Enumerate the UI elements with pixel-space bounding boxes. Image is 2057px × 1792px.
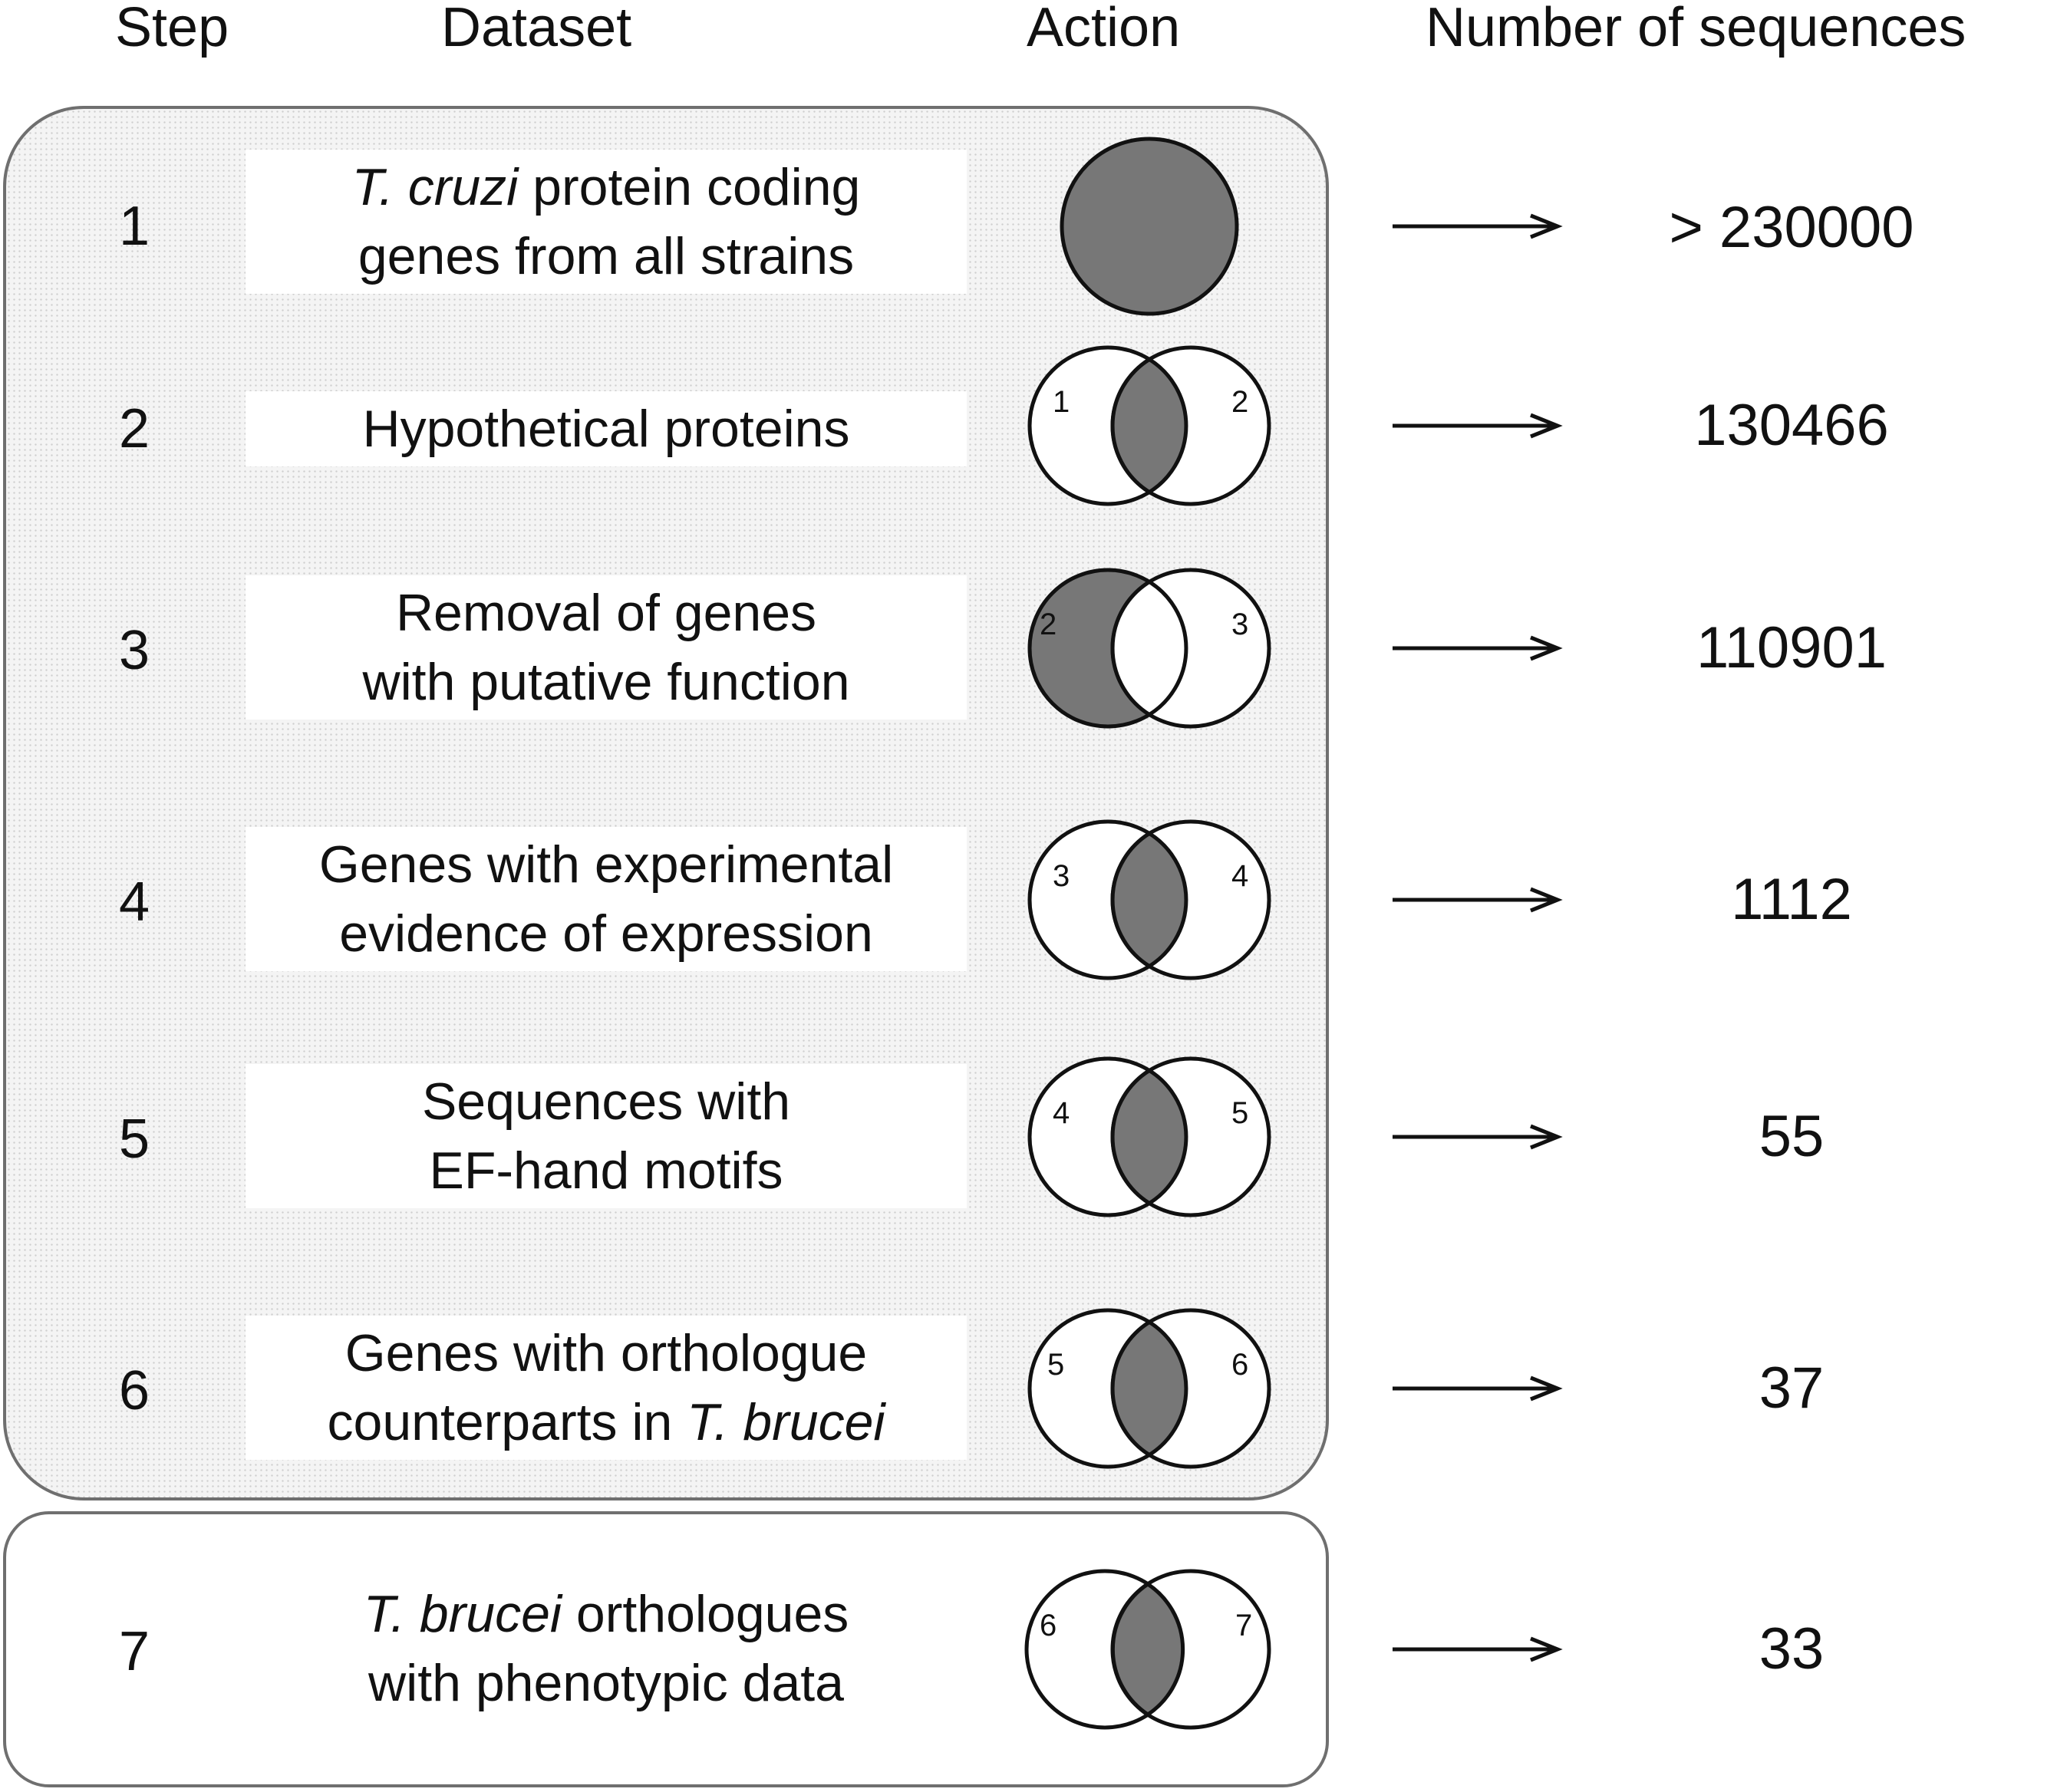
arrow-right-icon xyxy=(1393,1375,1563,1402)
step-number: 5 xyxy=(118,1108,150,1170)
label-text: Removal of genes xyxy=(395,584,817,642)
label-text: Hypothetical proteins xyxy=(362,400,850,458)
arrow-right-icon xyxy=(1393,1636,1563,1662)
venn-left-label: 4 xyxy=(1053,1096,1070,1130)
label-italic: T. brucei xyxy=(687,1393,885,1451)
arrow-right-icon xyxy=(1393,213,1563,239)
venn-left-label: 3 xyxy=(1053,859,1070,893)
label-text: protein coding xyxy=(518,158,861,216)
venn-left-label: 5 xyxy=(1047,1348,1064,1382)
label-text: evidence of expression xyxy=(339,904,873,963)
header-action: Action xyxy=(1027,0,1181,58)
step-number: 7 xyxy=(118,1621,150,1682)
step-number: 3 xyxy=(118,620,150,681)
arrow-right-icon xyxy=(1393,1124,1563,1150)
sequence-count: > 230000 xyxy=(1669,195,1914,260)
step-row-6: 6 Genes with orthologue counterparts in … xyxy=(0,1308,2057,1469)
venn-right-label: 7 xyxy=(1235,1609,1252,1642)
arrow-right-icon xyxy=(1393,413,1563,439)
venn-right-label: 3 xyxy=(1231,608,1248,641)
venn-left-label: 2 xyxy=(1040,608,1057,641)
venn-left-difference-icon: 2 3 xyxy=(1027,568,1271,729)
label-text: Sequences with xyxy=(421,1072,791,1131)
sequence-count: 1112 xyxy=(1731,867,1852,932)
label-text: orthologues xyxy=(562,1585,849,1643)
venn-left-label: 1 xyxy=(1053,385,1070,419)
step-row-4: 4 Genes with experimental evidence of ex… xyxy=(0,819,2057,980)
full-circle-icon xyxy=(1060,137,1239,316)
step-row-2: 2 Hypothetical proteins 1 2 130466 xyxy=(0,345,2057,506)
venn-right-label: 5 xyxy=(1231,1096,1248,1130)
sequence-count: 130466 xyxy=(1694,393,1889,458)
step-label: Genes with experimental evidence of expr… xyxy=(246,827,967,971)
arrow-right-icon xyxy=(1393,635,1563,661)
venn-intersection-icon: 1 2 xyxy=(1027,345,1271,506)
step-row-1: 1 T. cruzi protein coding genes from all… xyxy=(0,134,2057,318)
sequence-count: 33 xyxy=(1759,1616,1825,1682)
step-label: T. cruzi protein coding genes from all s… xyxy=(246,150,967,294)
label-text: counterparts in xyxy=(327,1393,687,1451)
header-step: Step xyxy=(115,0,229,58)
sequence-count: 37 xyxy=(1759,1356,1825,1421)
label-italic: T. cruzi xyxy=(351,158,519,216)
step-label: Removal of genes with putative function xyxy=(246,575,967,720)
step-label: Genes with orthologue counterparts in T.… xyxy=(246,1316,967,1460)
venn-left-label: 6 xyxy=(1040,1609,1057,1642)
label-text: Genes with orthologue xyxy=(344,1324,868,1382)
label-italic: T. brucei xyxy=(363,1585,562,1643)
step-label: Sequences with EF-hand motifs xyxy=(246,1064,967,1208)
sequence-count: 55 xyxy=(1759,1104,1825,1169)
venn-right-label: 2 xyxy=(1231,385,1248,419)
venn-right-label: 6 xyxy=(1231,1348,1248,1382)
sequence-count: 110901 xyxy=(1696,615,1887,680)
venn-intersection-icon: 3 4 xyxy=(1027,819,1271,980)
step-label: T. brucei orthologues with phenotypic da… xyxy=(246,1576,967,1721)
step-number: 1 xyxy=(118,196,150,257)
step-row-3: 3 Removal of genes with putative functio… xyxy=(0,568,2057,729)
label-text: with phenotypic data xyxy=(368,1654,844,1712)
step-label: Hypothetical proteins xyxy=(246,391,967,466)
step-number: 4 xyxy=(118,871,150,933)
panel-steps-1-6 xyxy=(3,106,1329,1500)
arrow-right-icon xyxy=(1393,887,1563,913)
label-text: with putative function xyxy=(362,653,850,711)
venn-intersection-icon: 6 7 xyxy=(1024,1569,1271,1730)
label-text: Genes with experimental xyxy=(318,835,894,894)
step-row-5: 5 Sequences with EF-hand motifs 4 5 55 xyxy=(0,1056,2057,1217)
venn-right-label: 4 xyxy=(1231,859,1248,893)
header-dataset: Dataset xyxy=(441,0,632,58)
label-text: EF-hand motifs xyxy=(429,1141,783,1200)
step-row-7: 7 T. brucei orthologues with phenotypic … xyxy=(0,1569,2057,1730)
step-number: 2 xyxy=(118,398,150,460)
venn-intersection-icon: 4 5 xyxy=(1027,1056,1271,1217)
label-text: genes from all strains xyxy=(358,227,855,285)
header-number-of-sequences: Number of sequences xyxy=(1426,0,1966,58)
step-number: 6 xyxy=(118,1360,150,1421)
venn-intersection-icon: 5 6 xyxy=(1027,1308,1271,1469)
